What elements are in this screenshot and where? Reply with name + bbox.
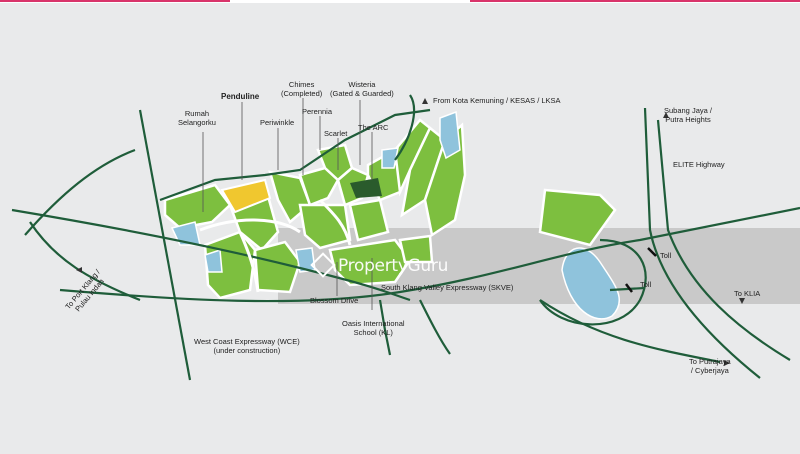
label-kota-kemuning: From Kota Kemuning / KESAS / LKSA [433,96,561,105]
road-elite [643,107,761,379]
label-subang-jaya: Subang Jaya /Putra Heights [664,106,712,124]
top-accent-line [0,0,230,2]
label-the-arc: The ARC [358,123,389,132]
arrow-right-putrajaya [724,360,730,366]
label-penduline: Penduline [221,92,260,101]
internal-road-2 [318,198,352,246]
watermark: PropertyGuru [338,256,449,276]
label-toll-2: Toll [640,280,652,289]
arrow-down-klia [739,298,745,304]
top-strip [0,0,800,3]
lake-north [381,147,399,169]
label-periwinkle: Periwinkle [260,118,295,127]
road-wce-north-south [138,109,192,381]
road-elite-2 [656,119,791,361]
label-toll-1: Toll [660,251,672,260]
toll-marker-2 [625,283,633,293]
parcel-south-central [328,238,412,287]
road-oasis [419,299,451,355]
label-to-putrajaya: To Putrajaya/ Cyberjaya [689,357,731,375]
label-wce: West Coast Expressway (WCE)(under constr… [194,337,300,355]
road-skve-loop [539,238,647,326]
parcel-the-arc [350,178,382,198]
parcel-penduline-highlight [220,178,272,214]
parcel-central-2 [298,203,352,250]
top-accent-line [470,0,800,2]
parcel-central-3 [348,198,390,242]
parcel-chimes [298,166,340,207]
lake-east [561,247,621,320]
lake-central [295,247,316,273]
label-scarlet: Scarlet [324,129,348,138]
toll-marker-1 [647,247,657,257]
label-perennia: Perennia [302,107,333,116]
road-west-loop-1 [24,148,136,236]
lake-northeast [439,110,461,160]
road-wce [11,208,411,302]
arrow-up-subang [663,112,669,118]
label-to-klia: To KLIA [734,289,761,298]
parcel-elite-block [538,188,617,247]
lake-southwest [204,248,223,273]
road-perimeter [159,108,431,202]
label-wisteria: Wisteria(Gated & Guarded) [330,80,394,98]
road-skve [59,206,800,303]
road-toll-link [609,286,646,292]
label-chimes: Chimes(Completed) [281,80,323,98]
label-elite-highway: ELITE Highway [673,160,725,169]
road-kota-kemuning [394,94,415,161]
arrow-left-port-klang [76,267,82,273]
parcel-west-upper [163,183,232,230]
arrow-up-kota-kemuning [422,98,428,104]
road-south-school [378,299,392,356]
road-west-loop-2 [29,221,141,302]
parcel-east-block [398,234,434,264]
road-putrajaya [539,299,721,364]
internal-road-3 [238,231,260,293]
label-skve: South Klang Valley Expressway (SKVE) [381,283,514,292]
internal-road-1 [199,218,301,234]
label-blossom-drive: Blossom Drive [310,296,359,305]
